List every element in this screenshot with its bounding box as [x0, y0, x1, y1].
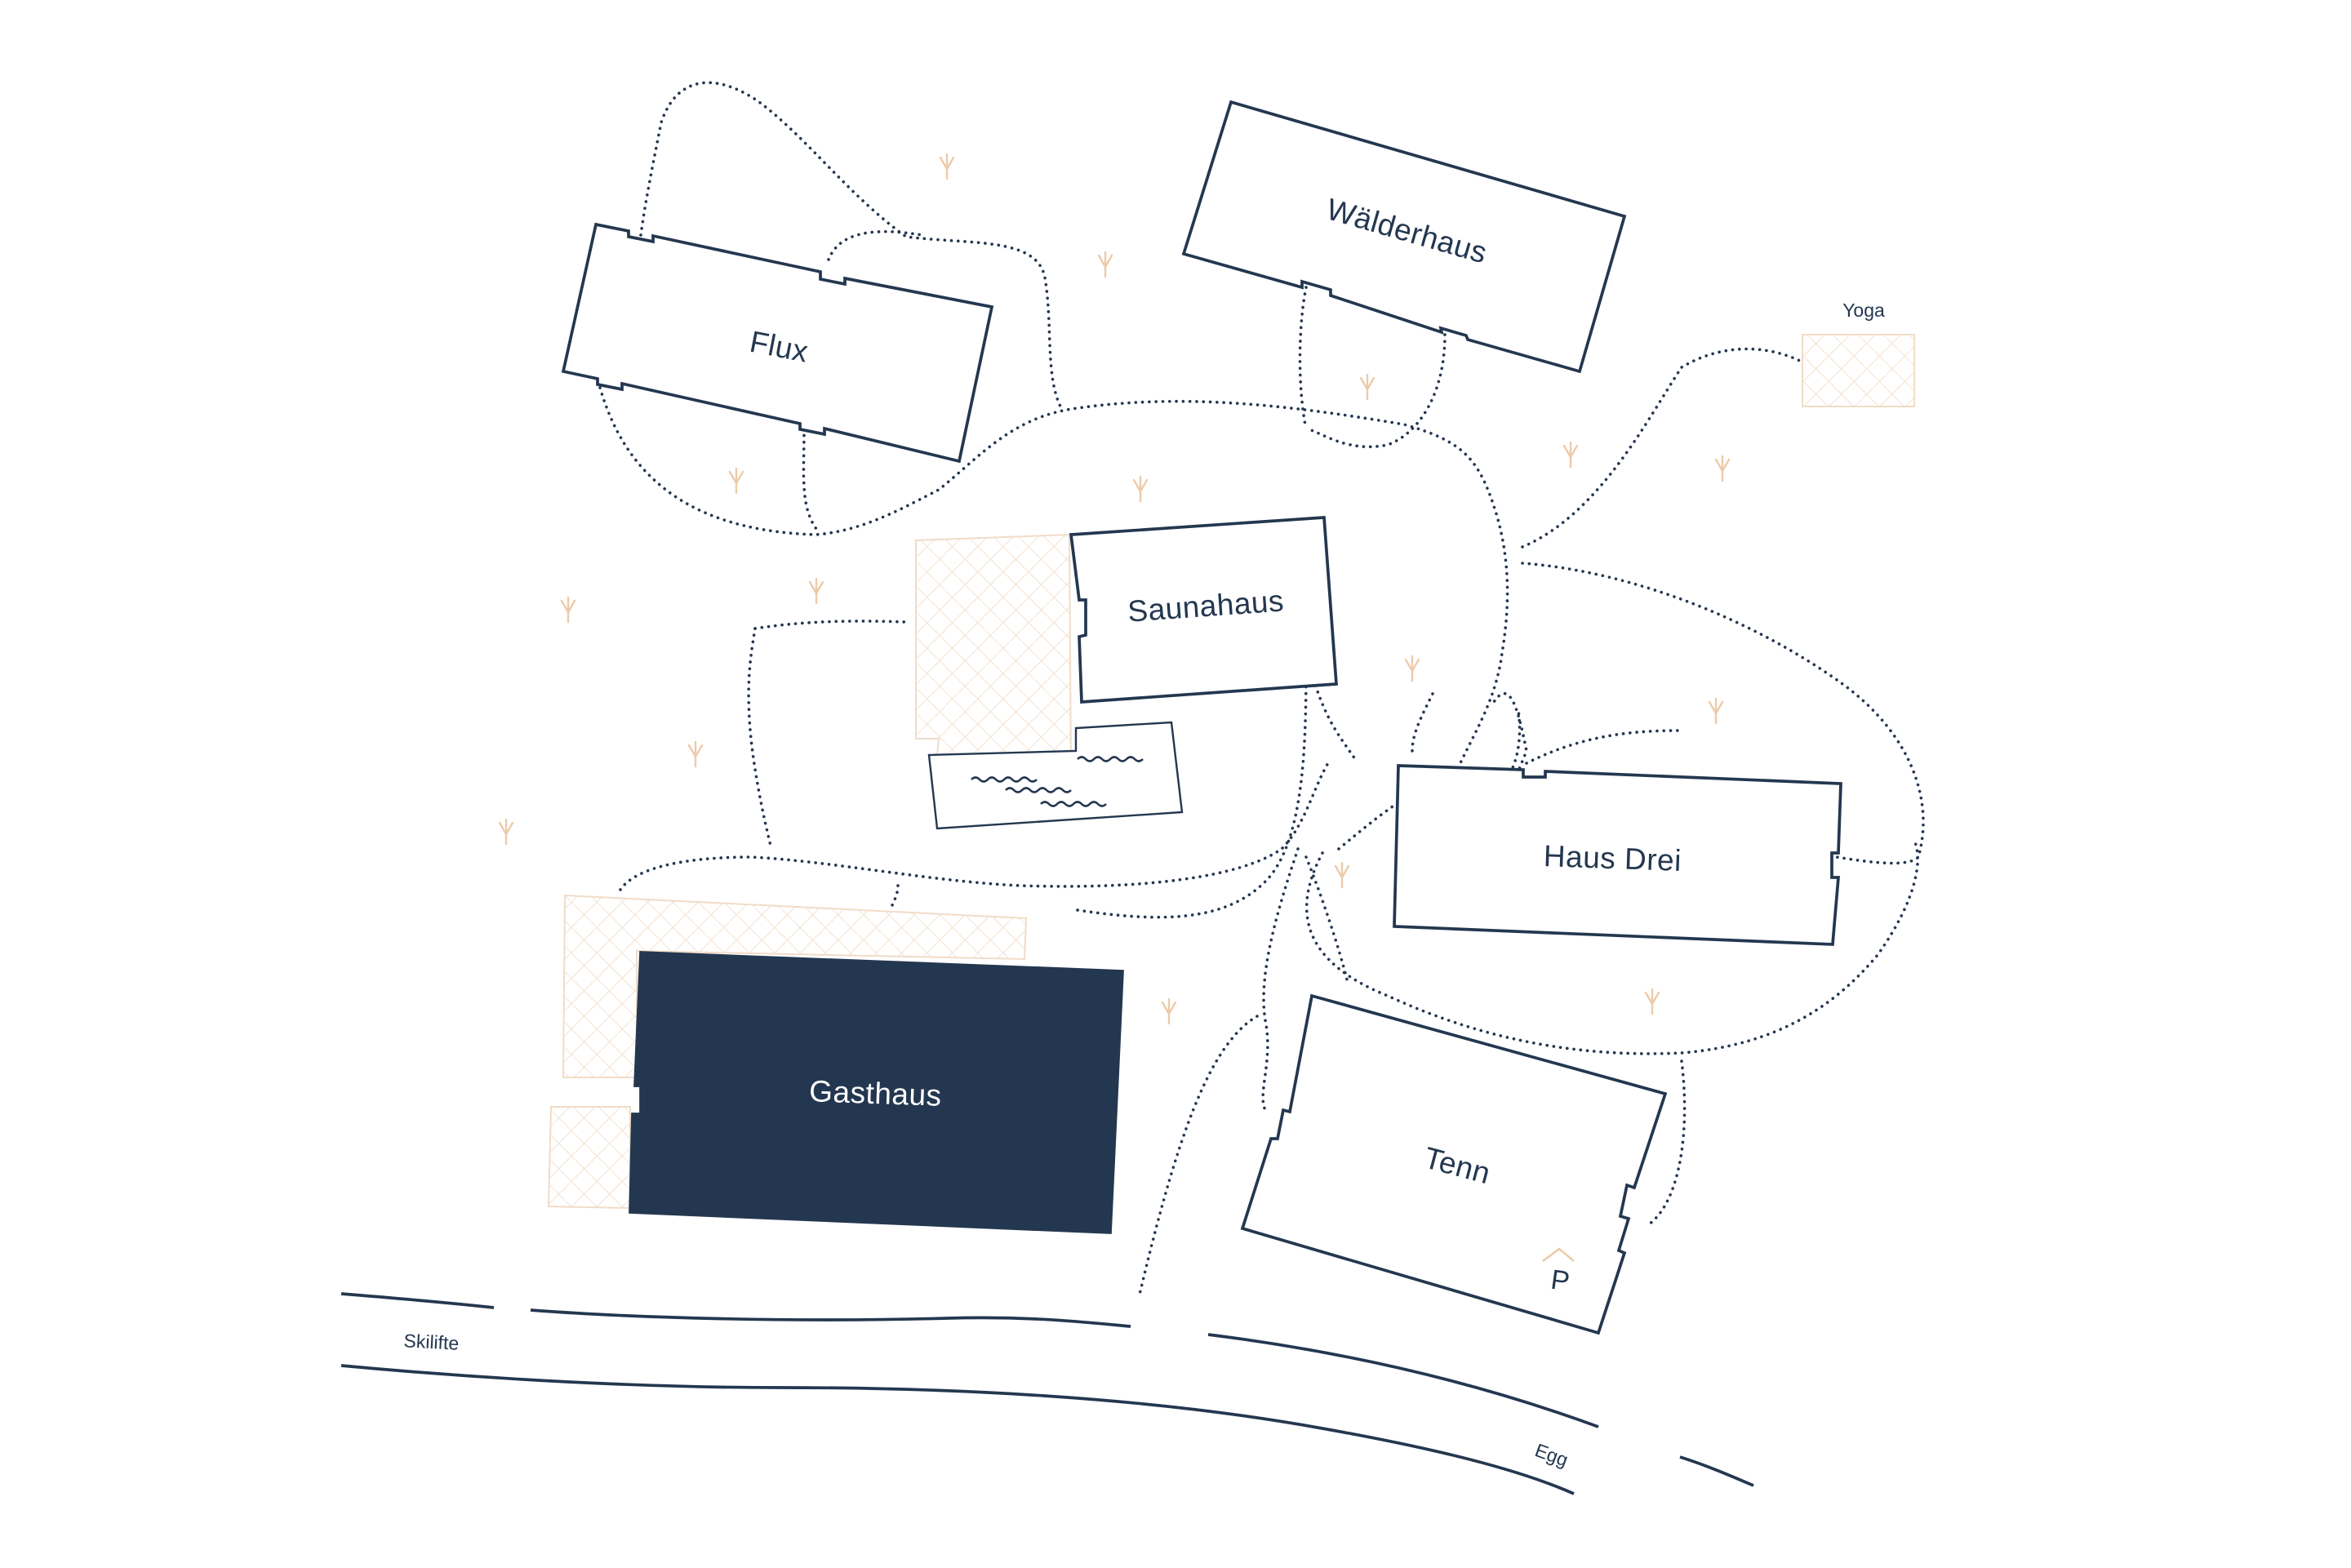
building-gasthaus[interactable]: Gasthaus — [629, 951, 1124, 1234]
tree-icon — [1359, 373, 1375, 401]
building-label-haus-drei: Haus Drei — [1543, 839, 1682, 877]
building-saunahaus[interactable]: Saunahaus — [1069, 516, 1338, 704]
water-waves-icon — [971, 756, 1144, 807]
building-haus-drei[interactable]: Haus Drei — [1393, 764, 1842, 946]
tree-icon — [1404, 655, 1420, 682]
building-tenn[interactable]: Tenn P — [1240, 993, 1668, 1335]
gasthaus-terrace — [562, 894, 1028, 1078]
pool — [927, 721, 1184, 830]
tree-icon — [560, 596, 576, 624]
tree-icon — [1562, 441, 1579, 469]
tree-icon — [808, 577, 824, 605]
tree-icon — [939, 153, 955, 180]
road-label-egg: Egg — [1532, 1439, 1571, 1470]
roads — [340, 1292, 1754, 1495]
tree-icon — [1708, 697, 1724, 725]
parking-icon: P — [1542, 1247, 1575, 1298]
building-flux[interactable]: Flux — [561, 222, 994, 464]
tree-icon — [498, 818, 514, 846]
tree-icon — [1132, 475, 1149, 503]
area-label-yoga: Yoga — [1842, 300, 1885, 321]
tree-icon — [728, 467, 744, 495]
tree-icon — [1097, 251, 1113, 278]
tree-icon — [1161, 997, 1177, 1025]
building-label-gasthaus: Gasthaus — [809, 1074, 943, 1113]
parking-label: P — [1549, 1264, 1571, 1298]
tree-icon — [1644, 988, 1660, 1015]
tree-icon — [1334, 861, 1350, 889]
road-label-skilifte: Skilifte — [403, 1330, 460, 1354]
tree-icon — [1714, 455, 1731, 482]
yoga-area[interactable] — [1802, 334, 1915, 407]
tree-icon — [687, 740, 704, 768]
building-waelderhaus[interactable]: Wälderhaus — [1181, 100, 1627, 374]
